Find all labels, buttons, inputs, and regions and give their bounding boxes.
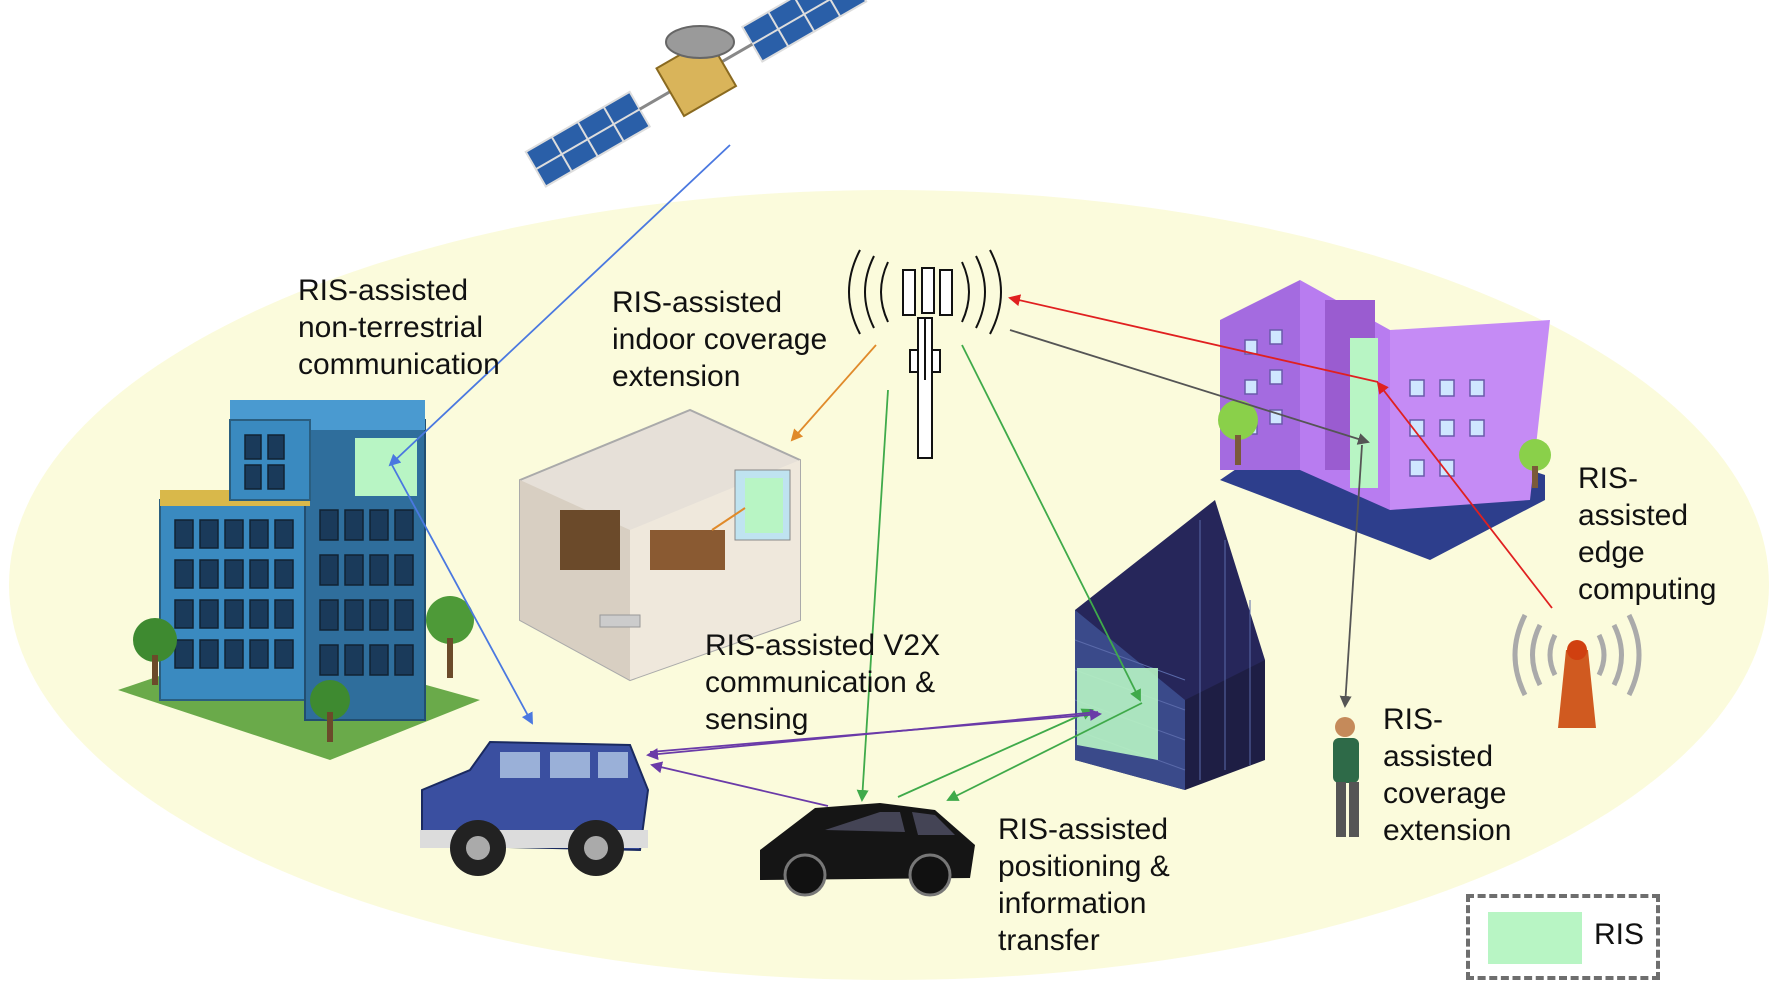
black-car-icon (760, 803, 975, 897)
link-bs-to-purple-ris (1009, 329, 1370, 445)
indoor-room-icon (519, 408, 801, 682)
legend-ris-label: RIS (1594, 918, 1645, 951)
dark-building-icon (1074, 500, 1265, 790)
office-tower-icon (118, 400, 480, 760)
link-satellite-to-tower-ris (388, 144, 731, 467)
legend: RIS (1466, 894, 1660, 980)
label-non-terrestrial: RIS-assisted non-terrestrial communicati… (298, 274, 500, 381)
link-blackcar-to-dark-ris (897, 708, 1094, 798)
link-suv-to-dark-ris (649, 708, 1102, 753)
ris-panel-dark (1077, 668, 1158, 760)
label-indoor-coverage: RIS-assisted indoor coverage extension (612, 286, 828, 393)
link-blackcar-to-suv (650, 761, 829, 807)
label-coverage-extension: RIS- assisted coverage extension (1383, 703, 1512, 847)
satellite-icon (524, 0, 868, 188)
link-edge-to-purple-ris (1376, 381, 1553, 609)
label-edge-computing: RIS- assisted edge computing (1578, 462, 1717, 606)
signal-links (388, 144, 1553, 807)
link-tower-ris-to-suv (391, 464, 533, 725)
link-dark-ris-to-blackcar (946, 702, 1143, 801)
link-bs-to-dark-ris (961, 344, 1141, 702)
edge-antenna-icon (1512, 613, 1642, 728)
link-bs-to-blackcar (856, 389, 889, 802)
purple-building-icon (1218, 280, 1551, 560)
pedestrian-icon (1333, 717, 1359, 837)
link-bs-to-indoor (790, 344, 877, 442)
link-purple-ris-to-pedestrian (1339, 444, 1363, 708)
link-purple-ris-to-bs (1008, 294, 1379, 383)
ris-panel-indoor (745, 478, 783, 533)
blue-suv-icon (420, 740, 650, 876)
base-station-icon (848, 249, 1002, 459)
label-v2x: RIS-assisted V2X communication & sensing (705, 629, 941, 736)
label-positioning: RIS-assisted positioning & information t… (998, 813, 1170, 957)
legend-ris-swatch (1488, 912, 1582, 964)
ris-panel-tower (355, 438, 417, 496)
ris-panel-purple (1350, 338, 1378, 488)
